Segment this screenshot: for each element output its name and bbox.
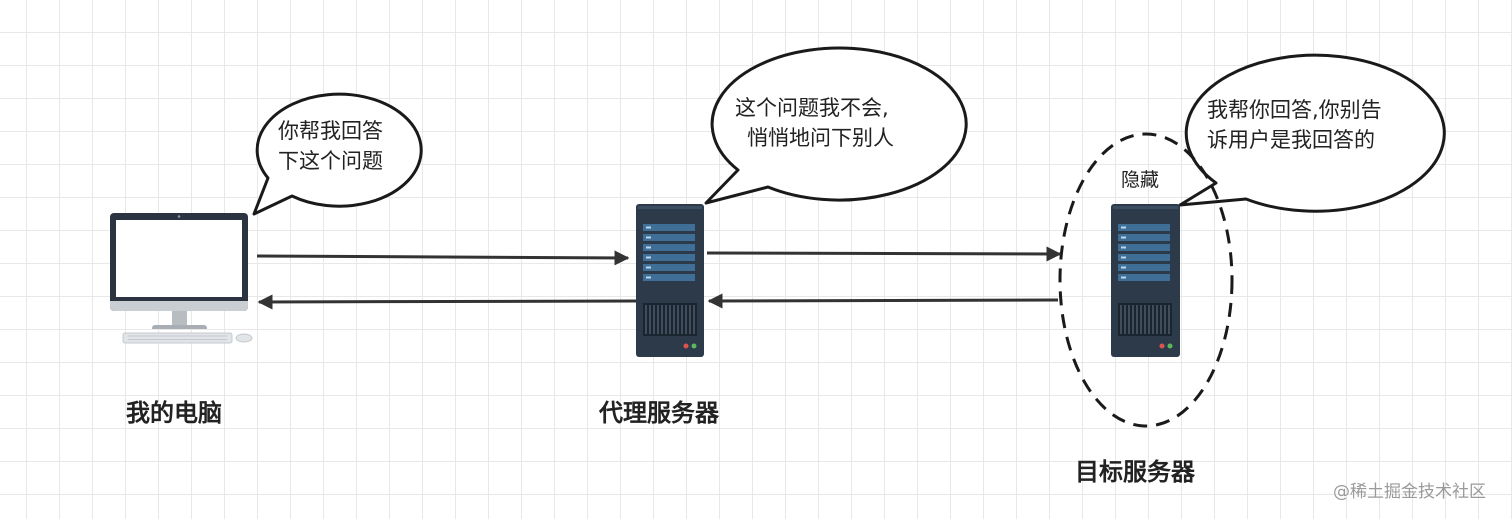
arrow-proxy-to-target (706, 246, 1062, 262)
hidden-boundary (1058, 132, 1234, 428)
bubble-text-computer: 你帮我回答 下这个问题 (278, 116, 383, 176)
bubble-text-line: 诉用户是我回答的 (1207, 128, 1375, 152)
target-server-label: 目标服务器 (1075, 458, 1195, 486)
watermark: @稀土掘金技术社区 (1333, 482, 1486, 502)
bubble-text-line: 悄悄地问下别人 (747, 126, 894, 150)
speech-bubble-target (1178, 53, 1446, 213)
bubble-text-proxy: 这个问题我不会, 悄悄地问下别人 (735, 93, 894, 153)
bubble-text-line: 我帮你回答,你别告 (1207, 98, 1382, 122)
computer-icon (110, 213, 253, 344)
arrow-computer-to-proxy (256, 250, 630, 266)
bubble-text-line: 这个问题我不会, (735, 96, 889, 120)
target-server-icon (1111, 204, 1180, 357)
speech-bubble-computer (252, 92, 423, 216)
speech-bubble-proxy (704, 46, 968, 205)
arrow-target-to-proxy (707, 293, 1059, 309)
arrow-proxy-to-computer (257, 294, 637, 310)
bubble-text-line: 你帮我回答 (278, 119, 383, 143)
hidden-label: 隐藏 (1121, 169, 1160, 191)
computer-label: 我的电脑 (126, 399, 222, 427)
proxy-server-label: 代理服务器 (599, 399, 719, 427)
bubble-text-line: 下这个问题 (278, 149, 383, 173)
bubble-text-target: 我帮你回答,你别告 诉用户是我回答的 (1207, 95, 1382, 155)
proxy-server-icon (636, 204, 704, 357)
